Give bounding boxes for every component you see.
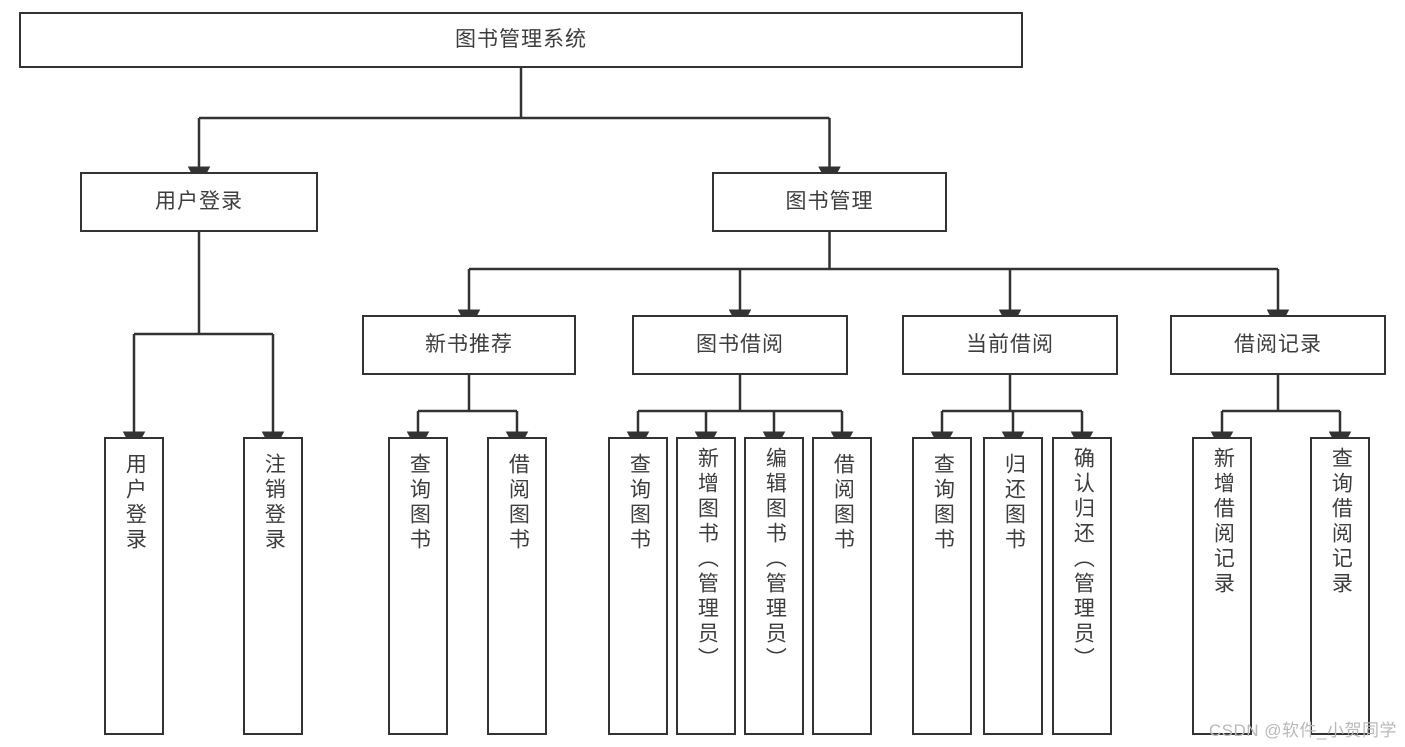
node-label: 用户登录 <box>155 189 243 213</box>
node-label: 图书借阅 <box>696 332 784 356</box>
node-label: 新增借阅记录 <box>1211 447 1235 597</box>
node-label: 借阅图书 <box>506 453 530 553</box>
node-label: 当前借阅 <box>966 332 1054 356</box>
node-l1[interactable]: 用户登录 <box>104 437 164 735</box>
node-label: 查询图书 <box>931 453 955 553</box>
node-label: 用户登录 <box>123 453 147 553</box>
node-l5[interactable]: 查询图书 <box>608 437 668 735</box>
node-l7[interactable]: 编辑图书（管理员） <box>744 437 804 735</box>
node-label: 借阅记录 <box>1234 332 1322 356</box>
node-label: 归还图书 <box>1002 453 1026 553</box>
node-label: 新书推荐 <box>425 332 513 356</box>
node-l12[interactable]: 新增借阅记录 <box>1192 437 1252 735</box>
node-label: 查询图书 <box>627 453 651 553</box>
node-label: 确认归还（管理员） <box>1071 447 1095 672</box>
node-l10[interactable]: 归还图书 <box>983 437 1043 735</box>
node-label: 借阅图书 <box>831 453 855 553</box>
node-label: 查询借阅记录 <box>1329 447 1353 597</box>
node-l2[interactable]: 注销登录 <box>243 437 303 735</box>
node-record[interactable]: 借阅记录 <box>1170 315 1386 375</box>
node-l11[interactable]: 确认归还（管理员） <box>1052 437 1112 735</box>
node-l9[interactable]: 查询图书 <box>912 437 972 735</box>
node-label: 查询图书 <box>407 453 431 553</box>
node-label: 编辑图书（管理员） <box>763 447 787 672</box>
node-label: 注销登录 <box>262 453 286 553</box>
node-l13[interactable]: 查询借阅记录 <box>1310 437 1370 735</box>
node-label: 图书管理 <box>785 189 874 213</box>
node-label: 新增图书（管理员） <box>695 447 719 672</box>
node-borrow[interactable]: 图书借阅 <box>632 315 848 375</box>
node-bookmgmt[interactable]: 图书管理 <box>712 172 947 232</box>
node-newbook[interactable]: 新书推荐 <box>362 315 576 375</box>
node-root[interactable]: 图书管理系统 <box>19 12 1023 68</box>
node-current[interactable]: 当前借阅 <box>902 315 1118 375</box>
node-label: 图书管理系统 <box>455 27 587 51</box>
node-l4[interactable]: 借阅图书 <box>487 437 547 735</box>
node-l3[interactable]: 查询图书 <box>388 437 448 735</box>
node-l6[interactable]: 新增图书（管理员） <box>676 437 736 735</box>
node-login[interactable]: 用户登录 <box>80 172 318 232</box>
node-l8[interactable]: 借阅图书 <box>812 437 872 735</box>
